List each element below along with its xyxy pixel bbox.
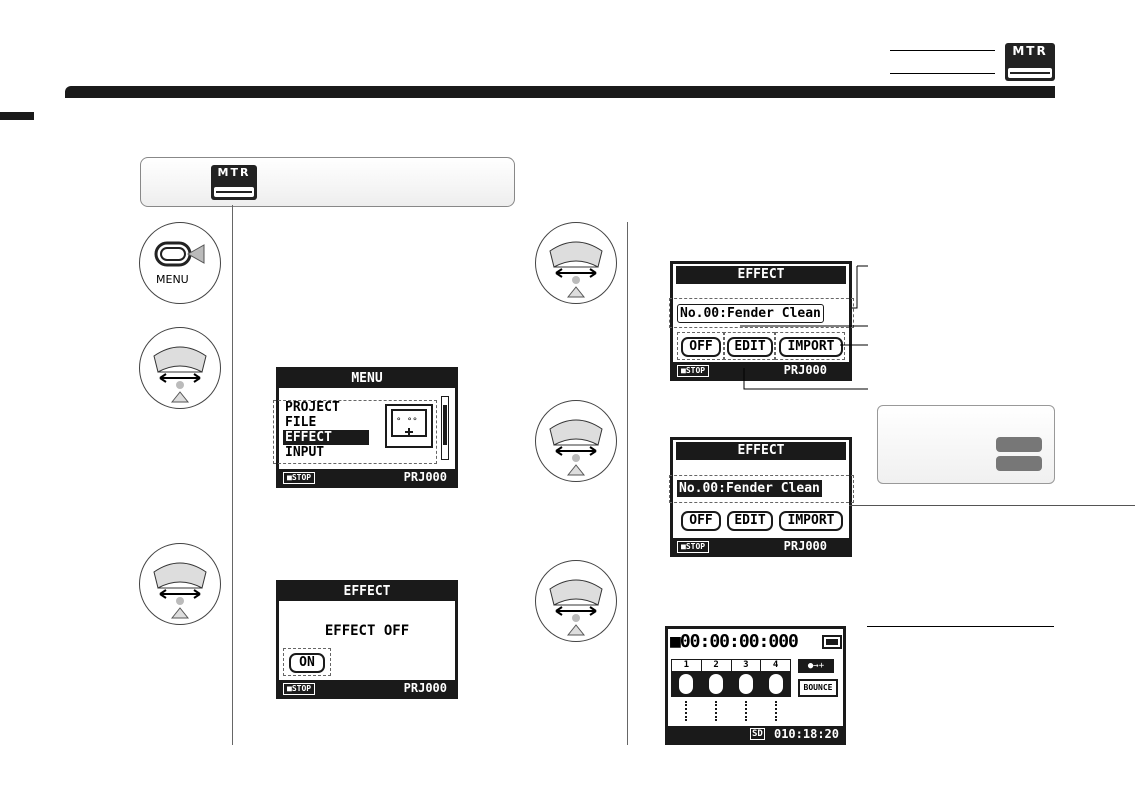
scroll-dial-icon [153,346,207,403]
effect-patch-name[interactable]: No.00:Fender Clean [677,480,822,497]
patch-highlight-frame [669,298,854,328]
effect-lcd-title: EFFECT [676,266,846,284]
edit-button-highlight-frame [723,332,775,360]
page-tab-marker [0,112,34,120]
effect-lcd-title: EFFECT [676,442,846,460]
info-key-2 [996,456,1042,471]
effect-patch-name[interactable]: No.00:Fender Clean [677,304,824,323]
mtr-mode-badge: MTR [1005,43,1055,81]
track-2-status-icon[interactable] [709,674,723,694]
menu-list: PROJECT FILE EFFECT INPUT [283,400,369,460]
off-button-highlight-frame [677,332,725,360]
svg-text:° °°: ° °° [396,417,418,427]
header-rule-bottom [890,73,995,74]
menu-lcd-screen: MENU PROJECT FILE EFFECT INPUT ° °° ■STO… [273,367,458,488]
project-name: PRJ000 [403,681,447,695]
scroll-dial-icon [153,562,207,619]
menu-lcd-footer: ■STOP PRJ000 [279,469,455,485]
effect-lcd-footer: ■STOP PRJ000 [673,362,849,378]
dial-step-5 [535,560,617,642]
menu-button-step: MENU [139,222,221,304]
track-label-3: 3 [732,660,762,672]
effect-thumbnail-icon: ° °° [385,404,433,448]
dial-step-2 [139,543,221,625]
stop-indicator: ■STOP [283,472,316,484]
header-bar [65,86,1055,98]
track-label-2: 2 [702,660,732,672]
import-button-highlight-frame [775,332,845,360]
project-name: PRJ000 [783,363,827,377]
menu-scrollbar[interactable] [441,396,449,460]
column-divider-left [232,205,233,745]
menu-list-highlight-frame [273,400,437,464]
dial-step-1 [139,327,221,409]
menu-item-project[interactable]: PROJECT [285,400,340,415]
sd-card-icon: SD [750,728,765,740]
menu-button-icon [154,241,205,267]
mtr-badge-label: MTR [1012,44,1048,58]
track-label-4: 4 [772,660,779,670]
menu-lcd-title: MENU [279,370,455,388]
effect-lcd-screen-2: EFFECT No.00:Fender Clean OFF EDIT IMPOR… [669,437,854,557]
effect-on-button[interactable]: ON [289,653,325,673]
dial-step-3 [535,222,617,304]
track-strip-icon [1008,68,1052,78]
mtr-lcd-screen: ■00:00:00:000 1 2 3 4 ●→+ BOUNCE SD 010:… [665,626,846,745]
on-button-highlight-frame [283,648,331,676]
time-counter: ■00:00:00:000 [670,631,799,652]
effect-import-button[interactable]: IMPORT [779,511,843,531]
remaining-time: 010:18:20 [773,727,839,741]
effect-off-button[interactable]: OFF [681,511,721,531]
column-divider-right [627,222,628,745]
callout-lines [740,265,868,390]
effect-lcd-footer: ■STOP PRJ000 [673,538,849,554]
stop-indicator: ■STOP [677,365,710,377]
project-name: PRJ000 [783,539,827,553]
effect-lcd-screen-1: EFFECT No.00:Fender Clean OFF EDIT IMPOR… [669,261,854,381]
menu-item-input[interactable]: INPUT [285,445,325,460]
track-strip-icon-small [214,187,254,197]
stop-indicator: ■STOP [283,683,316,695]
note-rule [867,626,1054,627]
callout-line-patch [849,505,1135,506]
mtr-badge-label-small: MTR [217,166,251,179]
track-status-row [671,671,791,697]
track-3-status-icon[interactable] [739,674,753,694]
effect-off-status: EFFECT OFF [324,623,410,639]
patch-highlight-frame [669,475,854,503]
dial-step-4 [535,400,617,482]
track-label-1: 1 [672,660,702,672]
scroll-dial-icon [549,419,603,476]
effect-import-button[interactable]: IMPORT [779,337,843,357]
effect-off-lcd-title: EFFECT [279,583,455,601]
track-meters [671,701,791,721]
battery-icon [822,635,842,649]
stop-indicator: ■STOP [677,541,710,553]
effect-off-button[interactable]: OFF [681,337,721,357]
scroll-dial-icon [549,579,603,636]
effect-off-lcd-footer: ■STOP PRJ000 [279,680,455,696]
mixer-icon: ●→+ [798,659,834,673]
mtr-mode-badge-small: MTR [211,165,257,200]
project-name: PRJ000 [403,470,447,484]
header-rule-top [890,50,995,51]
effect-off-lcd-screen: EFFECT EFFECT OFF ON ■STOP PRJ000 [276,580,458,699]
track-4-status-icon[interactable] [769,674,783,694]
bounce-indicator[interactable]: BOUNCE [798,679,838,697]
info-note-box [877,405,1055,484]
scroll-dial-icon [549,241,603,298]
menu-button-label: MENU [156,273,189,286]
menu-item-file[interactable]: FILE [285,415,317,430]
mtr-lcd-footer: SD 010:18:20 [668,726,843,742]
effect-edit-button[interactable]: EDIT [727,337,773,357]
info-key-1 [996,437,1042,452]
menu-item-effect[interactable]: EFFECT [283,430,369,445]
mode-indicator-box: MTR [140,157,515,207]
track-1-status-icon[interactable] [679,674,693,694]
effect-edit-button[interactable]: EDIT [727,511,773,531]
